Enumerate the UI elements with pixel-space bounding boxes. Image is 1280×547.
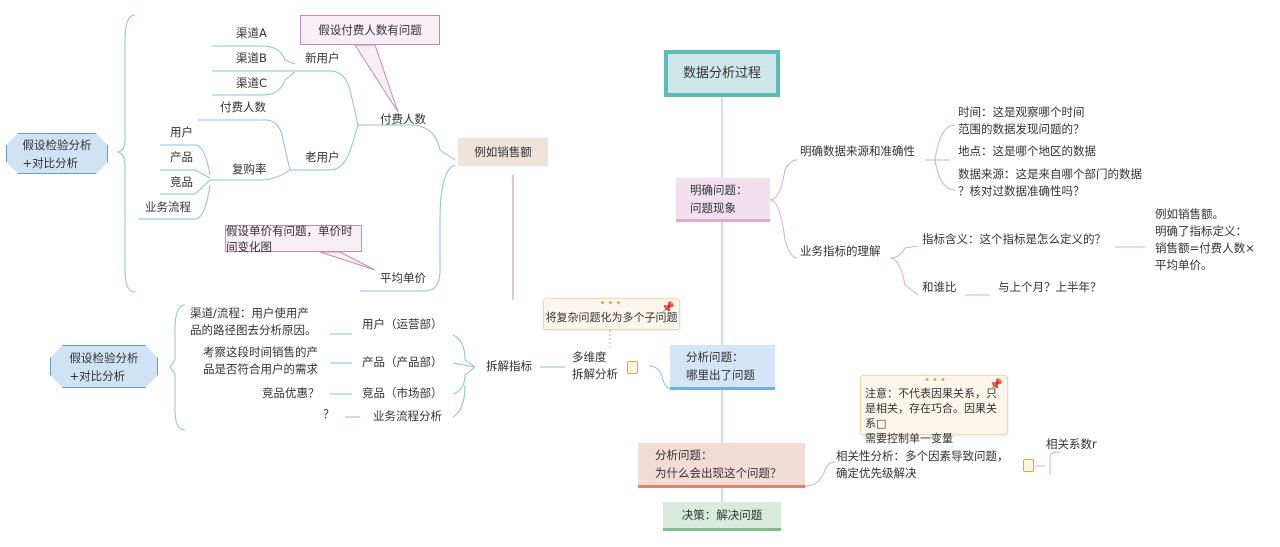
node-correlation[interactable]: 相关性分析：多个因素导致问题， 确定优先级解决: [836, 448, 1009, 482]
hyp1-line1: 假设检验分析: [22, 137, 92, 152]
node-place[interactable]: 地点：这是哪个地区的数据: [958, 144, 1096, 158]
hyp1-line2: +对比分析: [22, 155, 79, 170]
dept-user[interactable]: 用户（运营部）: [362, 317, 443, 331]
corr-line2: 确定优先级解决: [836, 466, 917, 480]
node-time[interactable]: 时间：这是观察哪个时间范围的数据发现问题的？: [958, 104, 1085, 138]
multi-line2: 拆解分析: [572, 367, 618, 381]
node-data-source-line1: 数据来源：这是来自哪个部门的数据: [958, 167, 1142, 181]
step-where-line2: 哪里出了问题: [686, 368, 755, 382]
step-why-line2: 为什么会出现这个问题？: [655, 466, 782, 480]
dept-note-line: 品的路径图去分析原因。: [190, 323, 317, 337]
node-compare[interactable]: 和谁比: [922, 280, 957, 294]
callout-price: 假设单价有问题，单价时间变化图: [225, 224, 362, 254]
pin-icon: 📌: [661, 301, 675, 314]
node-compare-detail[interactable]: 与上个月？上半年？: [998, 280, 1102, 294]
metric-detail-line: 明确了指标定义：: [1155, 224, 1247, 238]
note-dots: •••: [924, 375, 948, 386]
node-old-paying[interactable]: 付费人数: [220, 100, 266, 114]
node-paying-users[interactable]: 付费人数: [380, 112, 426, 126]
step-why-problem[interactable]: 分析问题： 为什么会出现这个问题？: [638, 443, 805, 488]
step-where-problem[interactable]: 分析问题： 哪里出了问题: [670, 345, 775, 390]
node-sales-example[interactable]: 例如销售额: [458, 138, 548, 166]
dept-note-line: 品是否符合用户的需求: [203, 362, 318, 376]
node-data-source[interactable]: 数据来源：这是来自哪个部门的数据 ？核对过数据准确性吗？: [958, 166, 1142, 200]
dept-product[interactable]: 产品（产品部）: [362, 355, 443, 369]
node-multi-dimension[interactable]: 多维度拆解分析: [572, 349, 618, 383]
node-channel-c[interactable]: 渠道C: [236, 76, 268, 90]
pin-icon: 📌: [989, 378, 1003, 391]
dept-competitor[interactable]: 竞品（市场部）: [362, 386, 443, 400]
note-line: 是相关，存在巧合。因果关系□: [865, 402, 997, 430]
node-metric-detail[interactable]: 例如销售额。 明确了指标定义： 销售额=付费人数× 平均单价。: [1155, 206, 1255, 274]
dept-note-line: 考察这段时间销售的产: [203, 345, 318, 359]
node-split-metric[interactable]: 拆解指标: [486, 359, 532, 373]
step-decide[interactable]: 决策：解决问题: [663, 502, 781, 531]
branch-data-source[interactable]: 明确数据来源和准确性: [800, 144, 915, 158]
step-where-line1: 分析问题：: [686, 350, 744, 364]
node-time-line1: 时间：这是观察哪个时间: [958, 105, 1085, 119]
note-icon[interactable]: [627, 361, 638, 374]
node-time-line2: 范围的数据发现问题的？: [958, 122, 1085, 136]
node-metric-meaning[interactable]: 指标含义：这个指标是怎么定义的？: [922, 232, 1106, 246]
note-text: 将复杂问题化为多个子问题: [545, 311, 678, 324]
node-repurchase-user[interactable]: 用户: [170, 125, 193, 139]
branch-metric[interactable]: 业务指标的理解: [800, 244, 881, 258]
note-text: 注意：不代表因果关系，只 是相关，存在巧合。因果关系□ 需要控制单一变量: [865, 386, 1007, 446]
metric-detail-line: 销售额=付费人数×: [1155, 241, 1255, 255]
note-dots: •••: [599, 298, 624, 309]
node-repurchase-product[interactable]: 产品: [170, 150, 193, 164]
step-why-line1: 分析问题：: [655, 448, 713, 462]
step-define-line2: 问题现象: [690, 200, 736, 215]
node-data-source-line2: ？核对过数据准确性吗？: [958, 184, 1085, 198]
corr-line1: 相关性分析：多个因素导致问题，: [836, 449, 1009, 463]
root-node[interactable]: 数据分析过程: [664, 50, 780, 97]
dept-note-product[interactable]: 考察这段时间销售的产品是否符合用户的需求: [203, 344, 318, 378]
node-channel-b[interactable]: 渠道B: [236, 51, 267, 65]
node-repurchase-competitor[interactable]: 竞品: [170, 175, 193, 189]
note-line: 注意：不代表因果关系，只: [865, 387, 997, 400]
node-repurchase-process[interactable]: 业务流程: [145, 200, 191, 214]
note-line: 需要控制单一变量: [865, 432, 953, 445]
callout-paying-users: 假设付费人数有问题: [300, 15, 440, 45]
node-new-users[interactable]: 新用户: [305, 51, 340, 65]
step-define-problem[interactable]: 明确问题： 问题现象: [676, 178, 770, 222]
dept-note-competitor[interactable]: 竞品优惠？: [262, 386, 320, 400]
node-repurchase[interactable]: 复购率: [232, 162, 267, 176]
node-hypothesis-2[interactable]: 假设检验分析 +对比分析: [50, 345, 158, 388]
metric-detail-line: 平均单价。: [1155, 258, 1213, 272]
node-hypothesis-1[interactable]: 假设检验分析 +对比分析: [6, 133, 108, 174]
node-old-users[interactable]: 老用户: [305, 150, 340, 164]
node-channel-a[interactable]: 渠道A: [236, 26, 267, 40]
metric-detail-line: 例如销售额。: [1155, 207, 1224, 221]
dept-note-line: 渠道/流程：用户使用产: [190, 306, 309, 320]
dept-process[interactable]: 业务流程分析: [373, 409, 442, 423]
dept-note-user[interactable]: 渠道/流程：用户使用产品的路径图去分析原因。: [190, 305, 317, 339]
multi-line1: 多维度: [572, 350, 607, 364]
hyp2-line2: +对比分析: [69, 368, 126, 383]
note-icon[interactable]: [1023, 459, 1034, 472]
node-avg-price[interactable]: 平均单价: [380, 271, 426, 285]
dept-note-process[interactable]: ？: [323, 407, 335, 421]
node-correlation-coef[interactable]: 相关系数r: [1046, 437, 1097, 451]
note-split-subproblems[interactable]: ••• 📌 将复杂问题化为多个子问题: [543, 298, 680, 330]
note-causation[interactable]: ••• 📌 注意：不代表因果关系，只 是相关，存在巧合。因果关系□ 需要控制单一…: [860, 375, 1008, 445]
step-define-line1: 明确问题：: [690, 182, 748, 197]
hyp2-line1: 假设检验分析: [69, 350, 139, 365]
